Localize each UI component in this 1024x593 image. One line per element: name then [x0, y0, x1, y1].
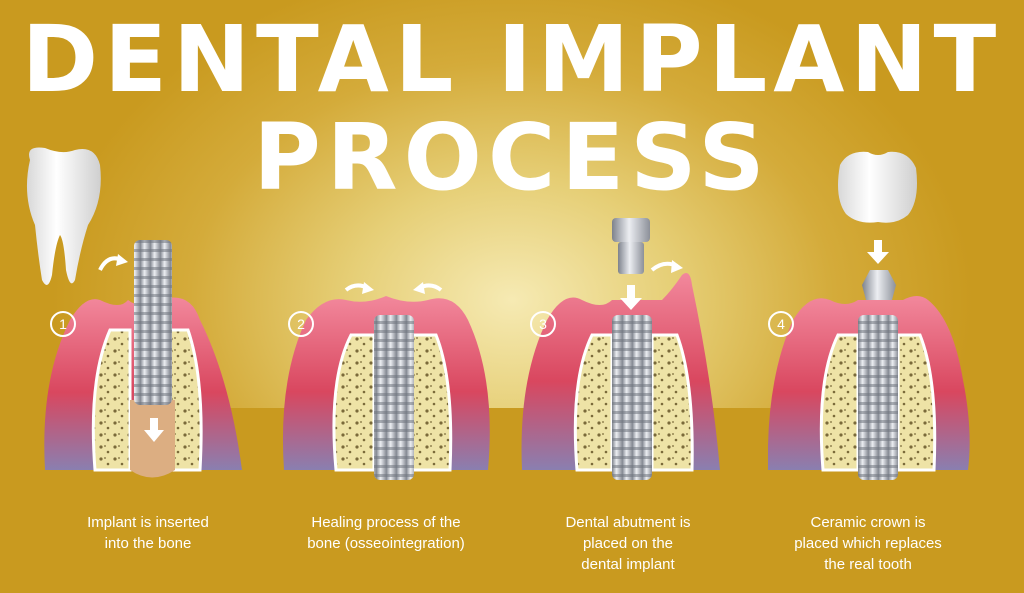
step-1-illustration	[26, 147, 243, 478]
bone-shape	[332, 333, 453, 472]
caption-line: Ceramic crown is	[810, 514, 926, 531]
step-number-badge: 1	[50, 311, 76, 337]
step-caption: Dental abutment is placed on the dental …	[528, 512, 728, 575]
abutment-icon	[612, 218, 650, 274]
caption-line: Healing process of the	[311, 514, 461, 531]
step-caption: Healing process of the bone (osseointegr…	[286, 512, 486, 554]
caption-line: the real tooth	[824, 556, 912, 573]
implant-screw	[858, 315, 898, 480]
step-4: 4 Ceramic crown is placed which replaces…	[768, 0, 1024, 593]
step-3-illustration	[521, 218, 720, 480]
page-title-line-2: PROCESS	[253, 104, 771, 211]
step-caption: Ceramic crown is placed which replaces t…	[768, 512, 968, 575]
step-number-badge: 2	[288, 311, 314, 337]
step-2-illustration	[282, 282, 490, 480]
caption-line: placed which replaces	[794, 535, 942, 552]
ceramic-crown-icon	[838, 151, 917, 223]
caption-line: Implant is inserted	[87, 514, 209, 531]
step-4-illustration	[768, 151, 970, 480]
bone-shape	[573, 333, 694, 472]
tooth-icon	[26, 147, 101, 285]
step-1: 1 Implant is inserted into the bone	[0, 0, 256, 593]
down-arrow-icon	[144, 418, 164, 442]
bone-shape	[819, 333, 937, 472]
down-arrow-icon	[867, 240, 889, 264]
caption-line: into the bone	[104, 535, 192, 552]
caption-line: Dental abutment is	[565, 514, 691, 531]
down-arrow-icon	[620, 285, 642, 310]
step-2: 2 Healing process of the bone (osseointe…	[256, 0, 512, 593]
caption-line: dental implant	[581, 556, 675, 573]
page-title-line-1: DENTAL IMPLANT	[21, 6, 1003, 113]
implant-screw	[612, 315, 652, 480]
caption-line: placed on the	[582, 535, 674, 552]
implant-screw	[134, 240, 172, 405]
step-number-badge: 3	[530, 311, 556, 337]
abutment-icon	[862, 270, 896, 300]
implant-screw	[374, 315, 414, 480]
caption-line: bone (osseointegration)	[307, 535, 465, 552]
step-caption: Implant is inserted into the bone	[48, 512, 248, 554]
step-3: 3 Dental abutment is placed on the denta…	[512, 0, 768, 593]
step-number-badge: 4	[768, 311, 794, 337]
